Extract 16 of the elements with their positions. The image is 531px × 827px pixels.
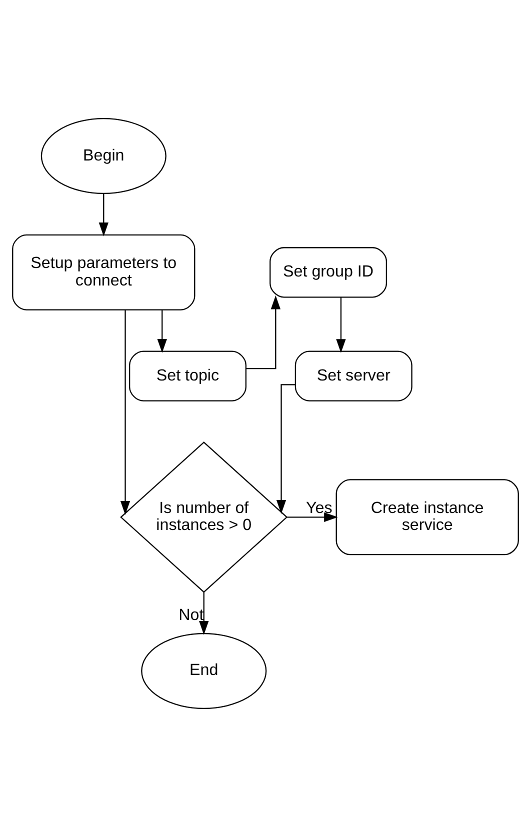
edge-label: Not	[178, 606, 204, 624]
arrow	[98, 194, 108, 236]
arrow	[287, 512, 338, 522]
node-ellipse: Begin	[40, 118, 166, 194]
arrow	[199, 592, 209, 635]
node-box: Set topic	[129, 350, 246, 402]
edge-label: Yes	[306, 498, 332, 517]
arrow	[336, 298, 346, 353]
node-box: Setup parameters to connect	[12, 234, 196, 310]
arrow	[157, 310, 167, 353]
node-box: Set group ID	[270, 247, 388, 298]
node-ellipse: End	[141, 632, 267, 709]
arrow	[120, 310, 130, 515]
node-box: Set server	[294, 350, 412, 402]
node-box: Create instance service	[336, 479, 519, 556]
arrow	[246, 295, 281, 370]
